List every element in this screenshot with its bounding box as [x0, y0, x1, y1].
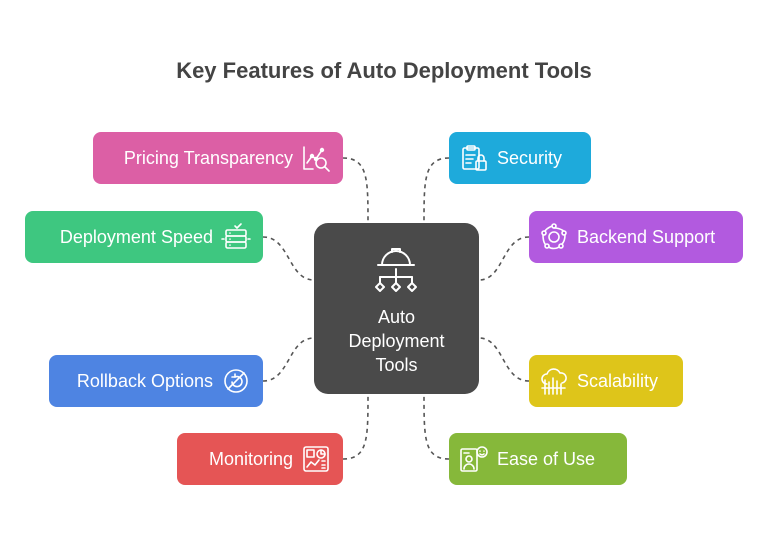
user-happy-icon: [459, 444, 489, 474]
connector-deployment-speed: [262, 236, 315, 281]
chart-magnifier-icon: [301, 143, 331, 173]
connector-ease-of-use: [423, 393, 450, 460]
central-label-line: Deployment: [348, 331, 445, 351]
central-label-line: Tools: [375, 355, 418, 375]
hierarchy-icon: [375, 248, 417, 292]
feature-pricing-transparency: Pricing Transparency: [93, 132, 343, 184]
feature-label: Security: [497, 147, 563, 168]
clipboard-lock-icon: [459, 143, 489, 173]
rollback-icon: [221, 366, 251, 396]
connector-security: [423, 157, 450, 224]
feature-label: Rollback Options: [76, 370, 213, 391]
feature-label: Monitoring: [208, 448, 293, 469]
dashboard-icon: [301, 444, 331, 474]
diagram-title: Key Features of Auto Deployment Tools: [176, 58, 592, 83]
feature-label: Backend Support: [577, 226, 716, 247]
connector-scalability: [478, 337, 530, 382]
feature-label: Pricing Transparency: [123, 147, 293, 168]
feature-scalability: Scalability: [529, 355, 683, 407]
feature-backend-support: Backend Support: [529, 211, 743, 263]
connector-monitoring: [342, 393, 369, 460]
connector-backend-support: [478, 236, 530, 281]
feature-rollback-options: Rollback Options: [49, 355, 263, 407]
central-node-label: Auto Deployment Tools: [314, 305, 479, 377]
network-hub-icon: [539, 222, 569, 252]
connector-pricing-transparency: [342, 157, 369, 224]
central-label-line: Auto: [377, 307, 416, 327]
feature-label: Deployment Speed: [59, 226, 213, 247]
feature-label: Scalability: [577, 370, 659, 391]
feature-ease-of-use: Ease of Use: [449, 433, 627, 485]
feature-deployment-speed: Deployment Speed: [25, 211, 263, 263]
server-check-icon: [221, 222, 251, 252]
central-node: Auto Deployment Tools: [314, 223, 479, 394]
feature-monitoring: Monitoring: [177, 433, 343, 485]
feature-security: Security: [449, 132, 591, 184]
cloud-scale-icon: [539, 366, 569, 396]
feature-label: Ease of Use: [497, 448, 596, 469]
connector-rollback-options: [262, 337, 315, 382]
